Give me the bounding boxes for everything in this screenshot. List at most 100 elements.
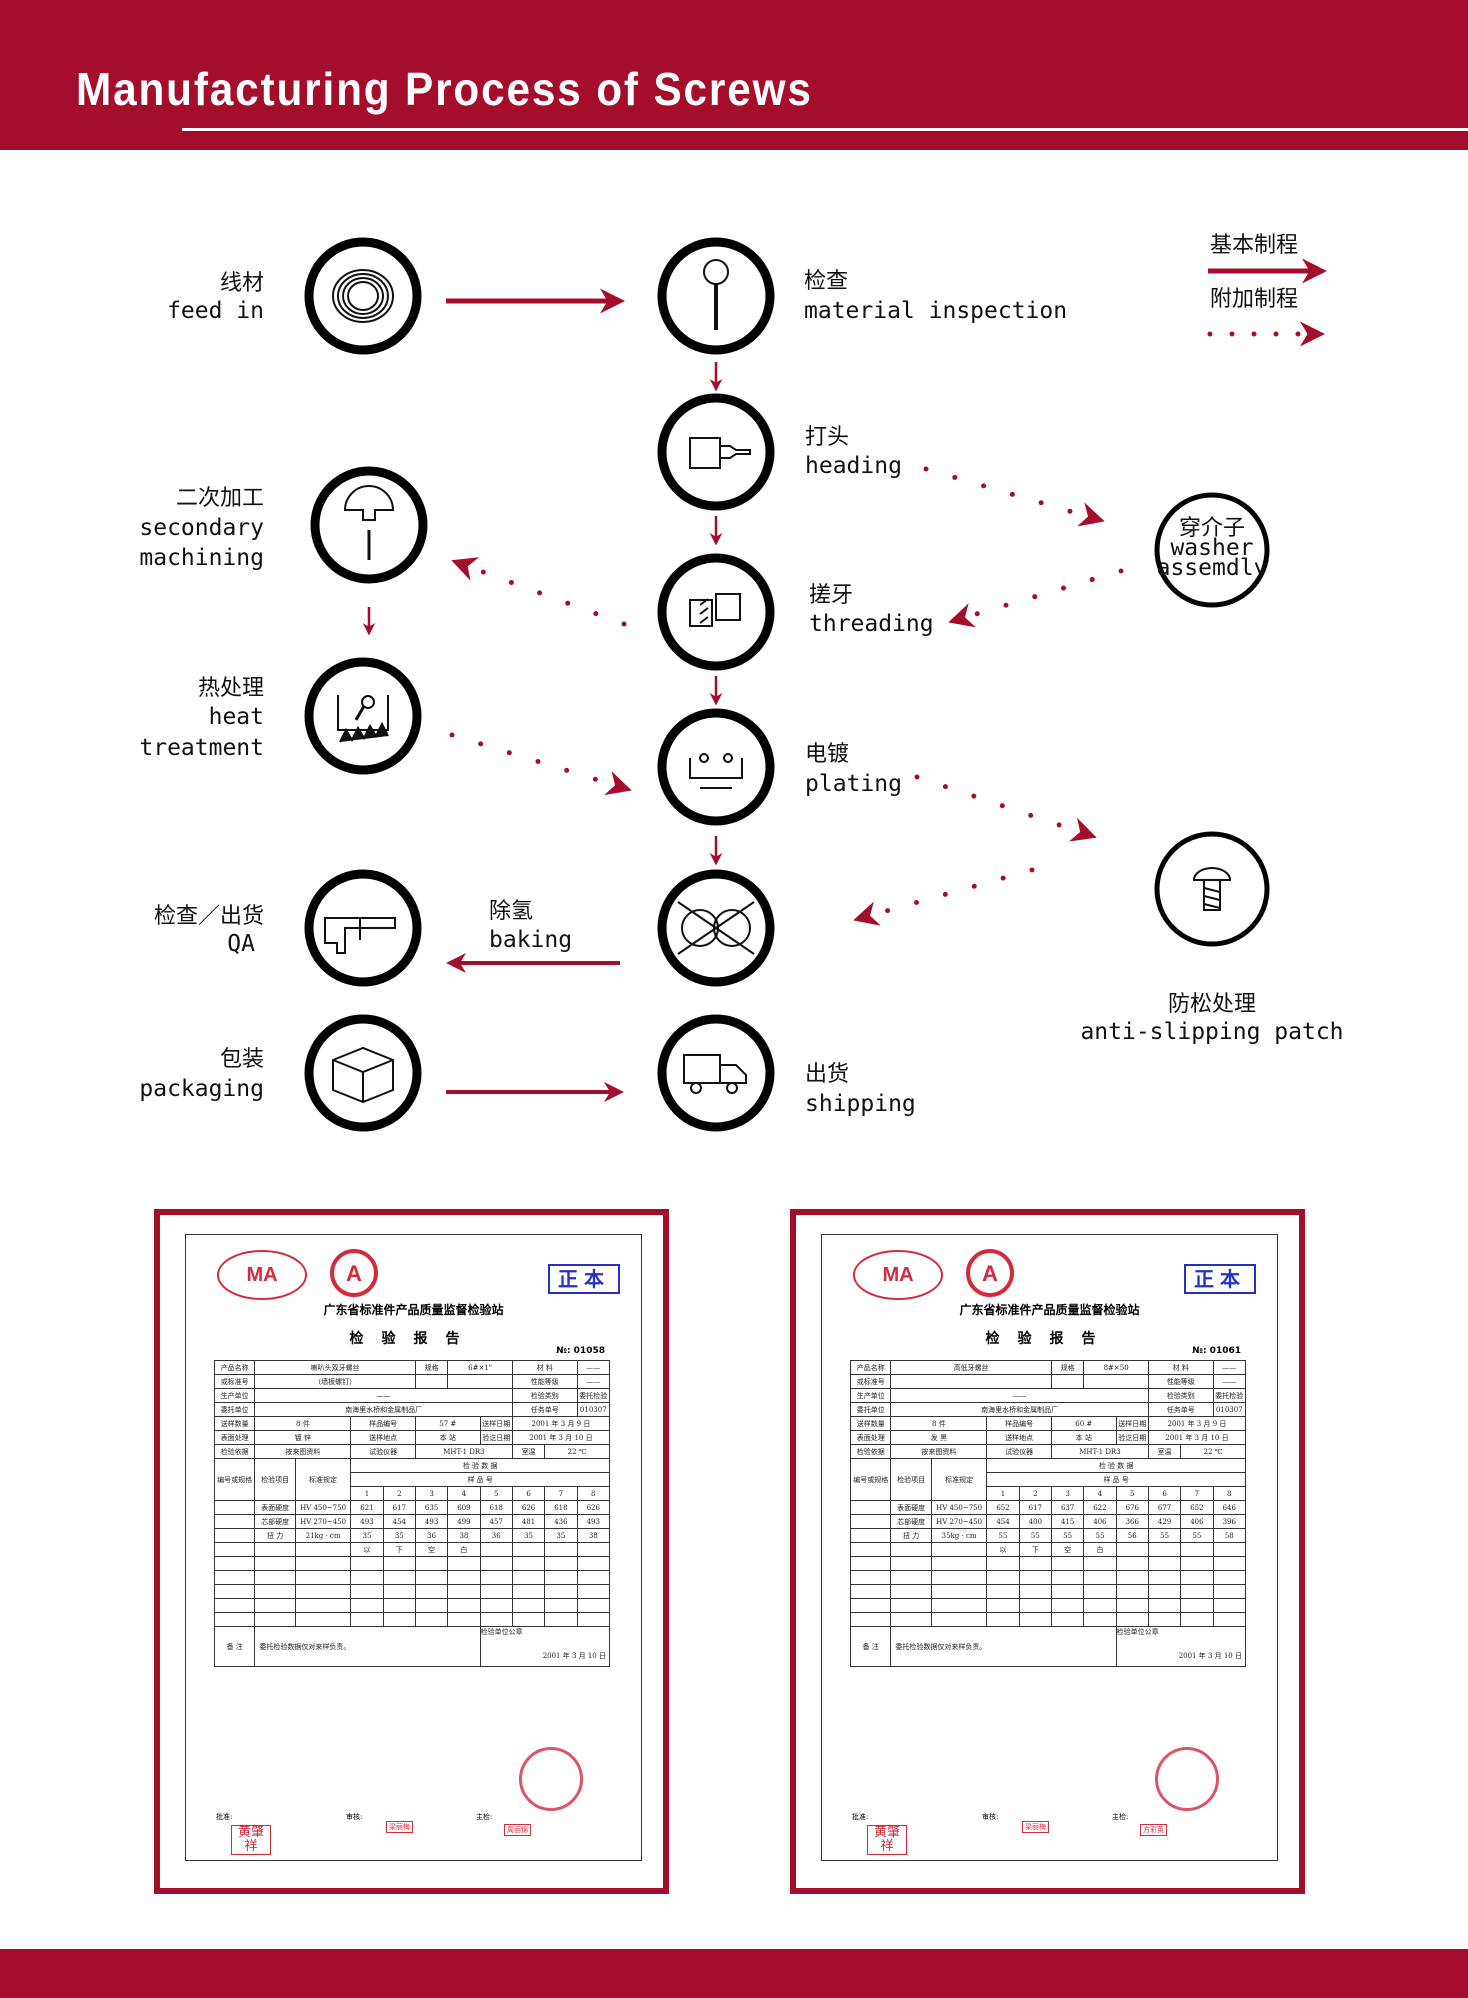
table-cell	[1050, 1556, 1085, 1571]
step-inspection-cn: 检查	[804, 269, 848, 294]
step-heading-cn: 打头	[805, 425, 849, 450]
step-packaging-cn: 包装	[220, 1047, 264, 1072]
test-value: 55	[1180, 1528, 1214, 1543]
step-heading-circle	[657, 393, 775, 511]
test-value: 415	[1050, 1514, 1085, 1529]
table-cell: 试验仪器	[986, 1444, 1052, 1459]
table-cell: 010307	[1212, 1402, 1247, 1417]
svg-text:A: A	[982, 1261, 998, 1286]
table-cell: ——	[1212, 1374, 1247, 1389]
test-value: 35	[544, 1528, 578, 1543]
table-cell: 任务单号	[511, 1402, 578, 1417]
table-cell	[1083, 1598, 1117, 1613]
table-cell	[1115, 1612, 1149, 1627]
seal-label: 检验单位公章	[1116, 1628, 1159, 1636]
test-value: 618	[479, 1500, 513, 1515]
test-value: 652	[1180, 1500, 1214, 1515]
table-cell: 2001 年 3 月 10 日	[1147, 1430, 1247, 1445]
test-standard: HV 270~450	[294, 1514, 352, 1529]
table-cell	[849, 1542, 892, 1557]
caliper-icon	[324, 917, 396, 954]
step-secondary-cn: 二次加工	[176, 486, 264, 511]
table-row	[849, 1612, 1247, 1627]
table-cell: 生产单位	[213, 1388, 256, 1403]
test-value: 626	[576, 1500, 611, 1515]
table-cell	[1083, 1374, 1149, 1389]
table-cell: 产品名称	[849, 1360, 892, 1375]
cma-logo: MA	[853, 1250, 943, 1300]
table-cell: 样 品 号	[350, 1472, 610, 1487]
table-cell	[414, 1374, 449, 1389]
table-cell: 室温	[1147, 1444, 1182, 1459]
dotted-arrow-washer-to-threading	[948, 568, 1124, 628]
table-cell	[294, 1556, 352, 1571]
table-cell	[576, 1598, 611, 1613]
report-title: 检验报告	[349, 1331, 478, 1347]
test-value: 38	[447, 1528, 481, 1543]
table-cell	[890, 1612, 932, 1627]
table-cell: 检验类别	[511, 1388, 578, 1403]
table-cell	[1147, 1584, 1182, 1599]
step-heat-cn: 热处理	[198, 676, 264, 701]
test-value: 36	[414, 1528, 449, 1543]
sample-number: 1	[350, 1486, 384, 1501]
table-cell	[1083, 1570, 1117, 1585]
test-value: 621	[350, 1500, 384, 1515]
table-cell: 8#×50	[1083, 1360, 1149, 1375]
table-cell: 送样日期	[479, 1416, 513, 1431]
test-value: 493	[350, 1514, 384, 1529]
table-cell	[447, 1584, 481, 1599]
table-cell	[479, 1570, 513, 1585]
test-value: 454	[382, 1514, 416, 1529]
header-banner: Manufacturing Process of Screws	[0, 0, 1468, 150]
table-cell: 规格	[414, 1360, 449, 1375]
report-number: №: 01058	[556, 1346, 605, 1356]
test-value: 55	[1050, 1528, 1085, 1543]
table-cell: 2001 年 3 月 10 日	[511, 1430, 611, 1445]
table-row	[849, 1570, 1247, 1585]
header-divider	[182, 128, 1468, 131]
test-value: 493	[414, 1514, 449, 1529]
table-cell: 委托单位	[213, 1402, 256, 1417]
table-cell: 6#×1"	[447, 1360, 513, 1375]
box-icon	[332, 1046, 394, 1104]
table-cell	[479, 1556, 513, 1571]
table-cell	[849, 1612, 892, 1627]
test-value: 55	[1018, 1528, 1052, 1543]
test-value: 58	[1212, 1528, 1247, 1543]
test-item: 扭 力	[890, 1528, 932, 1543]
table-cell: 试验仪器	[350, 1444, 416, 1459]
test-value: 396	[1212, 1514, 1247, 1529]
remark-text: 委托检验数据仅对来样负责。	[890, 1626, 1117, 1667]
test-value: 55	[986, 1528, 1020, 1543]
table-cell	[986, 1570, 1020, 1585]
table-cell	[1180, 1556, 1214, 1571]
table-cell	[576, 1556, 611, 1571]
table-cell: 标准规定	[294, 1458, 352, 1501]
table-cell: 检验类别	[1147, 1388, 1214, 1403]
thread-rolling-icon	[689, 593, 741, 627]
table-cell: 按来图资料	[890, 1444, 988, 1459]
sample-number: 6	[511, 1486, 546, 1501]
table-cell	[294, 1612, 352, 1627]
table-cell	[1083, 1556, 1117, 1571]
test-standard: HV 450~750	[294, 1500, 352, 1515]
certification-logos: MA A	[853, 1249, 1014, 1300]
table-cell: 样 品 号	[986, 1472, 1246, 1487]
cma-logo: MA	[217, 1250, 307, 1300]
test-value: 626	[511, 1500, 546, 1515]
report-organization: 广东省标准件产品质量监督检验站	[959, 1303, 1140, 1317]
dotted-arrow-antislip-to-baking	[853, 867, 1035, 926]
table-cell	[414, 1612, 449, 1627]
table-row	[849, 1598, 1247, 1613]
table-cell: 材 料	[511, 1360, 578, 1375]
table-cell: 检 验 数 据	[350, 1458, 610, 1473]
